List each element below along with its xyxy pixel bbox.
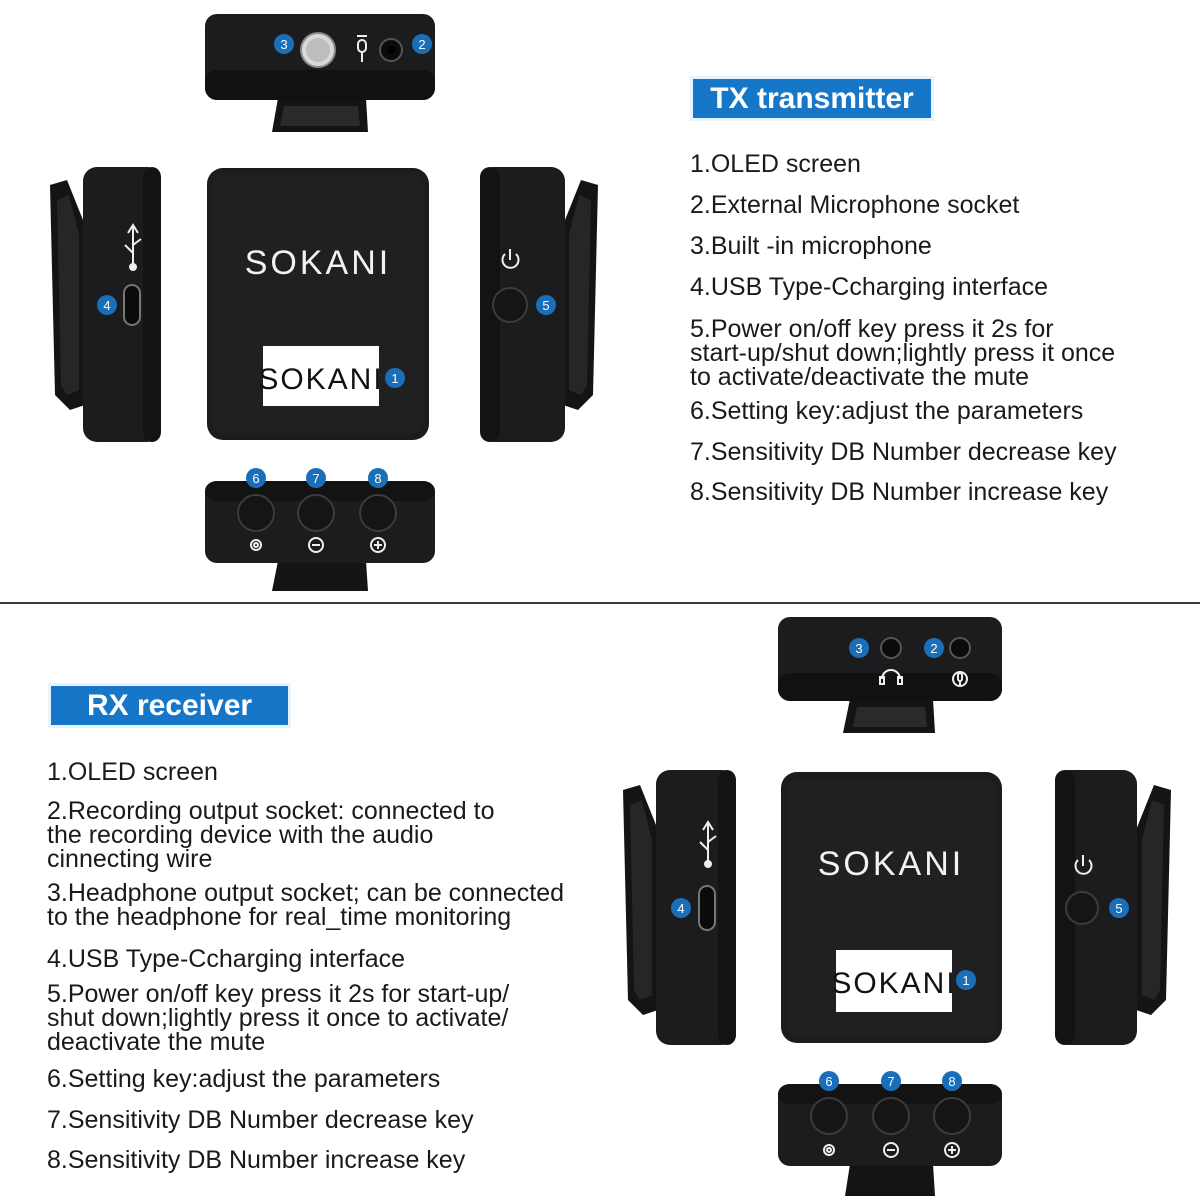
plus-circle-icon (944, 1142, 960, 1158)
svg-text:5: 5 (1115, 901, 1122, 916)
rx-callout-5: 5 (1109, 898, 1129, 918)
rx-feature-5: 5.Power on/off key press it 2s for start… (47, 980, 510, 1056)
oled-screen (263, 346, 379, 406)
tx-right-side-view: 5 (480, 167, 598, 442)
usb-c-port (698, 885, 716, 931)
power-button (1065, 891, 1099, 925)
tx-callout-3: 3 (274, 34, 294, 54)
minus-circle-icon (883, 1142, 899, 1158)
rx-left-side-view: 4 (623, 770, 736, 1045)
svg-text:4: 4 (103, 298, 110, 313)
rx-right-side-view: 5 (1055, 770, 1171, 1045)
tx-front-view: SOKANI SOKANI 1 (207, 168, 429, 440)
rx-callout-7: 7 (881, 1071, 901, 1091)
rx-callout-2: 2 (924, 638, 944, 658)
svg-text:3: 3 (280, 37, 287, 52)
rx-feature-6: 6.Setting key:adjust the parameters (47, 1065, 441, 1093)
brand-logo: SOKANI (245, 244, 391, 282)
svg-text:1: 1 (962, 973, 969, 988)
svg-text:2: 2 (930, 641, 937, 656)
tx-top-view: 3 2 (205, 14, 435, 132)
tx-title-badge: TX transmitter (690, 76, 934, 121)
rx-feature-7: 7.Sensitivity DB Number decrease key (47, 1106, 474, 1134)
rx-callout-3: 3 (849, 638, 869, 658)
rx-callout-6: 6 (819, 1071, 839, 1091)
plus-circle-icon (370, 537, 386, 553)
rx-callout-8: 8 (942, 1071, 962, 1091)
tx-callout-2: 2 (412, 34, 432, 54)
tx-feature-8: 8.Sensitivity DB Number increase key (690, 478, 1109, 506)
tx-callout-6: 6 (246, 468, 266, 488)
svg-text:2: 2 (418, 37, 425, 52)
oled-logo: SOKANI (831, 967, 956, 1000)
usb-icon (124, 223, 142, 271)
tx-callout-1: 1 (385, 368, 405, 388)
increase-button (933, 1097, 971, 1135)
decrease-button (297, 494, 335, 532)
usb-c-port (123, 284, 141, 326)
decrease-button (872, 1097, 910, 1135)
usb-icon (699, 820, 717, 868)
rx-bottom-view: 6 7 8 (778, 1071, 1002, 1196)
increase-button (359, 494, 397, 532)
svg-text:6: 6 (252, 471, 259, 486)
tx-callout-5: 5 (536, 295, 556, 315)
svg-text:8: 8 (948, 1074, 955, 1089)
svg-text:8: 8 (374, 471, 381, 486)
svg-text:6: 6 (825, 1074, 832, 1089)
tx-feature-7: 7.Sensitivity DB Number decrease key (690, 438, 1117, 466)
svg-text:4: 4 (677, 901, 684, 916)
gear-icon (250, 539, 262, 551)
headphone-icon (879, 669, 903, 685)
microphone-icon (952, 671, 968, 687)
recording-output-socket (949, 637, 971, 659)
tx-bottom-view: 6 7 8 (205, 468, 435, 591)
tx-callout-7: 7 (306, 468, 326, 488)
tx-callout-4: 4 (97, 295, 117, 315)
rx-callout-4: 4 (671, 898, 691, 918)
rx-title-badge: RX receiver (48, 683, 291, 728)
svg-text:7: 7 (312, 471, 319, 486)
tx-feature-2: 2.External Microphone socket (690, 191, 1020, 219)
brand-logo: SOKANI (818, 845, 964, 883)
setting-button (810, 1097, 848, 1135)
svg-text:5: 5 (542, 298, 549, 313)
svg-text:3: 3 (855, 641, 862, 656)
oled-screen (836, 950, 952, 1012)
tx-feature-3: 3.Built -in microphone (690, 232, 932, 260)
tx-feature-5: 5.Power on/off key press it 2s for start… (690, 315, 1116, 391)
rx-feature-1: 1.OLED screen (47, 758, 218, 786)
power-icon (1074, 855, 1093, 875)
tx-feature-1: 1.OLED screen (690, 150, 861, 178)
rx-top-view: 3 2 (778, 617, 1002, 733)
svg-text:1: 1 (391, 371, 398, 386)
rx-feature-3: 3.Headphone output socket; can be connec… (47, 879, 565, 931)
tx-left-side-view: 4 (50, 167, 161, 442)
rx-feature-4: 4.USB Type-Ccharging interface (47, 945, 406, 973)
oled-logo: SOKANI (258, 363, 383, 396)
section-divider (0, 602, 1200, 604)
power-button (492, 287, 528, 323)
rx-front-view: SOKANI SOKANI 1 (781, 772, 1002, 1043)
rx-callout-1: 1 (956, 970, 976, 990)
tx-feature-4: 4.USB Type-Ccharging interface (690, 273, 1049, 301)
minus-circle-icon (308, 537, 324, 553)
power-icon (501, 249, 520, 269)
setting-button (237, 494, 275, 532)
headphone-socket (880, 637, 902, 659)
tx-feature-6: 6.Setting key:adjust the parameters (690, 397, 1084, 425)
gear-icon (823, 1144, 835, 1156)
rx-feature-8: 8.Sensitivity DB Number increase key (47, 1146, 466, 1174)
svg-text:7: 7 (887, 1074, 894, 1089)
microphone-icon (357, 35, 367, 62)
rx-feature-2: 2.Recording output socket: connected to … (47, 797, 495, 873)
tx-callout-8: 8 (368, 468, 388, 488)
